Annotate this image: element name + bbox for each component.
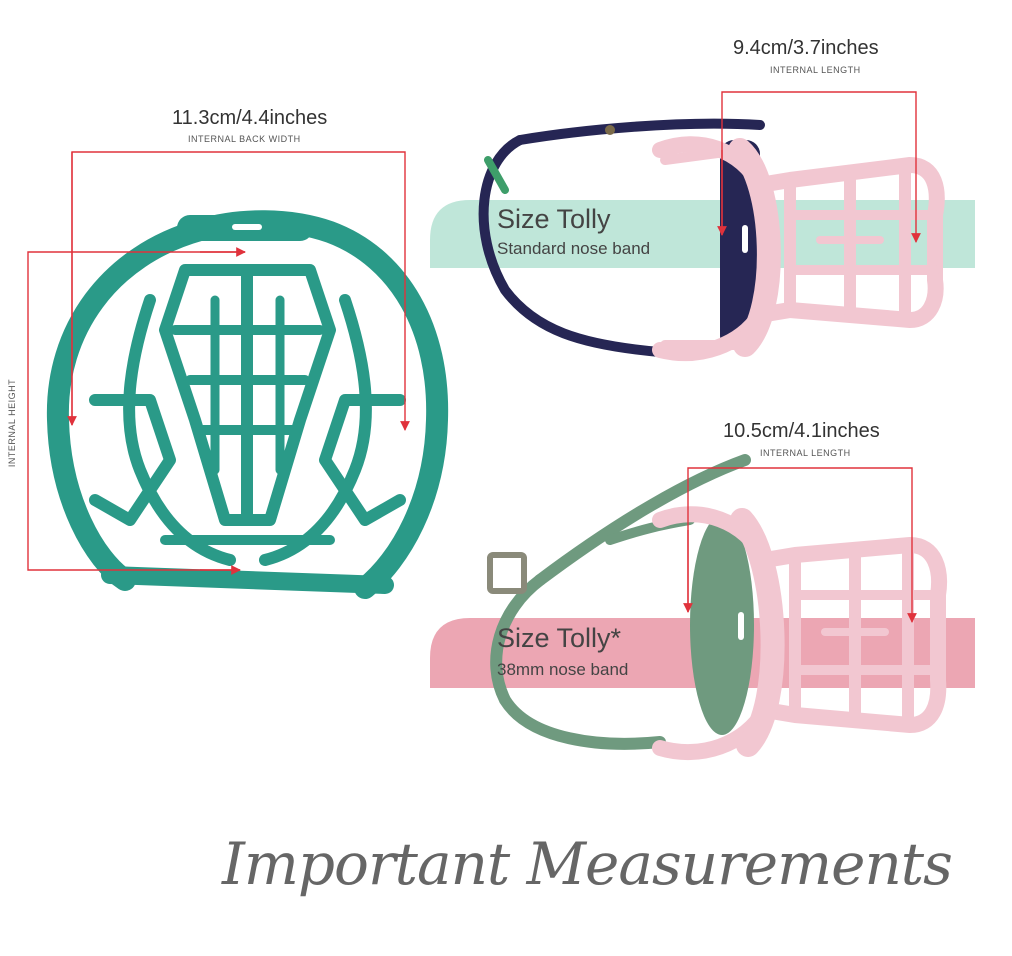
back-width-label: INTERNAL BACK WIDTH (188, 134, 301, 144)
height-bracket (27, 247, 246, 575)
tolly-length-label: INTERNAL LENGTH (770, 65, 861, 75)
back-width-value: 11.3cm/4.4inches (172, 107, 328, 129)
tolly-star-title: Size Tolly* (497, 623, 622, 653)
tolly-star-subtitle: 38mm nose band (497, 660, 629, 679)
tolly-cage (652, 136, 945, 362)
tolly-star-length-label: INTERNAL LENGTH (760, 448, 851, 458)
tolly-title: Size Tolly (497, 204, 611, 234)
tolly-length-bracket (717, 91, 921, 243)
tolly-star-length-bracket (683, 467, 917, 623)
page-heading: Important Measurements (222, 830, 953, 898)
height-label: INTERNAL HEIGHT (7, 378, 18, 468)
tolly-length-value: 9.4cm/3.7inches (733, 37, 879, 59)
tolly-star-cage (652, 506, 947, 761)
tolly-star-length-value: 10.5cm/4.1inches (723, 420, 880, 442)
tolly-subtitle: Standard nose band (497, 239, 651, 258)
tolly-star-strap (487, 454, 754, 750)
teal-muzzle-front-view (46, 210, 449, 599)
back-width-bracket (67, 151, 410, 431)
